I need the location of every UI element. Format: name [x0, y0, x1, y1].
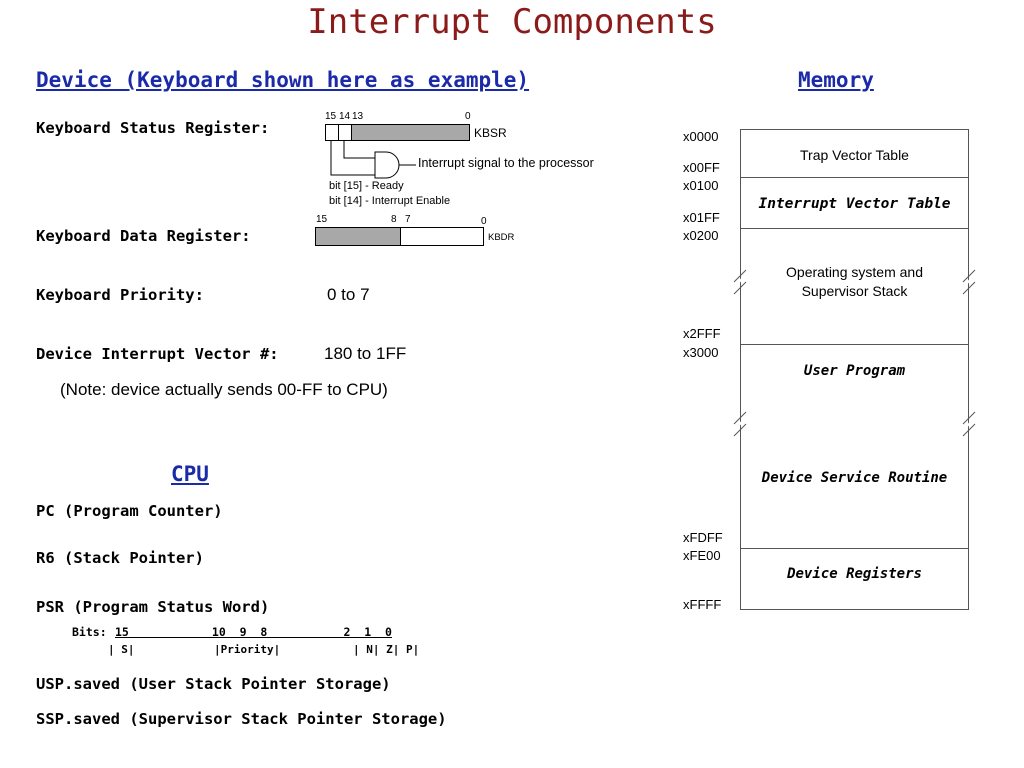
- pc-label: PC (Program Counter): [36, 502, 223, 520]
- psr-fields: | S| |Priority| | N| Z| P|: [108, 643, 420, 656]
- psr-bits-label: Bits:: [72, 625, 107, 639]
- kbdr-bit-15: 15: [316, 214, 328, 225]
- bit14-note: bit [14] - Interrupt Enable: [329, 195, 451, 207]
- usp-label: USP.saved (User Stack Pointer Storage): [36, 675, 391, 693]
- kbdr-low-byte: [400, 227, 484, 246]
- os-region-line1: Operating system and: [786, 264, 923, 280]
- kbsr-bit-15: 15: [325, 111, 337, 122]
- vector-label: Device Interrupt Vector #:: [36, 345, 279, 363]
- ssp-label: SSP.saved (Supervisor Stack Pointer Stor…: [36, 710, 447, 728]
- kbdr-name: KBDR: [488, 232, 515, 243]
- device-heading: Device (Keyboard shown here as example): [36, 68, 530, 92]
- memory-divider: [740, 548, 969, 549]
- bit15-note: bit [15] - Ready: [329, 180, 404, 192]
- vector-value: 180 to 1FF: [324, 344, 407, 363]
- memory-heading: Memory: [798, 68, 874, 92]
- vector-note: (Note: device actually sends 00-FF to CP…: [60, 380, 388, 399]
- kbdr-high-byte: [315, 227, 401, 246]
- memory-divider: [740, 177, 969, 178]
- address-x01ff: x01FF: [683, 210, 720, 225]
- address-x3000: x3000: [683, 345, 719, 360]
- page-title: Interrupt Components: [307, 2, 717, 42]
- kbdr-bit-0: 0: [481, 216, 487, 227]
- data-register-label: Keyboard Data Register:: [36, 227, 251, 245]
- address-x2fff: x2FFF: [683, 326, 721, 341]
- r6-label: R6 (Stack Pointer): [36, 549, 204, 567]
- interrupt-signal-label: Interrupt signal to the processor: [418, 156, 594, 170]
- kbsr-bit-13: 13: [352, 111, 364, 122]
- cpu-heading: CPU: [171, 462, 209, 486]
- and-gate-icon: [330, 141, 416, 179]
- user-program: User Program: [803, 363, 906, 379]
- memory-divider: [740, 228, 969, 229]
- priority-value: 0 to 7: [327, 285, 370, 304]
- address-xffff: xFFFF: [683, 597, 722, 612]
- kbsr-bit-0: 0: [465, 111, 471, 122]
- break-lines: [733, 411, 976, 437]
- address-xfe00: xFE00: [683, 548, 721, 563]
- break-lines: [733, 269, 976, 295]
- priority-label: Keyboard Priority:: [36, 286, 204, 304]
- kbsr-name: KBSR: [474, 126, 507, 140]
- memory-frame: [740, 129, 969, 610]
- kbdr-bit-8: 8: [391, 214, 397, 225]
- psr-label: PSR (Program Status Word): [36, 598, 270, 616]
- kbsr-unused-bits: [351, 124, 470, 141]
- address-x0000: x0000: [683, 129, 719, 144]
- address-x0200: x0200: [683, 228, 719, 243]
- memory-divider: [740, 344, 969, 345]
- address-x00ff: x00FF: [683, 160, 720, 175]
- interrupt-vector-table: Interrupt Vector Table: [758, 196, 951, 212]
- kbdr-bit-7: 7: [405, 214, 411, 225]
- trap-vector-table: Trap Vector Table: [800, 147, 909, 163]
- kbsr-bit-14: 14: [339, 111, 351, 122]
- device-registers: Device Registers: [787, 566, 922, 582]
- address-xfdff: xFDFF: [683, 530, 723, 545]
- psr-bit-numbers: 15 10 9 8 2 1 0: [115, 625, 392, 639]
- os-region-line2: Supervisor Stack: [801, 283, 908, 299]
- address-x0100: x0100: [683, 178, 719, 193]
- device-service-routine: Device Service Routine: [761, 470, 948, 486]
- status-register-label: Keyboard Status Register:: [36, 119, 270, 137]
